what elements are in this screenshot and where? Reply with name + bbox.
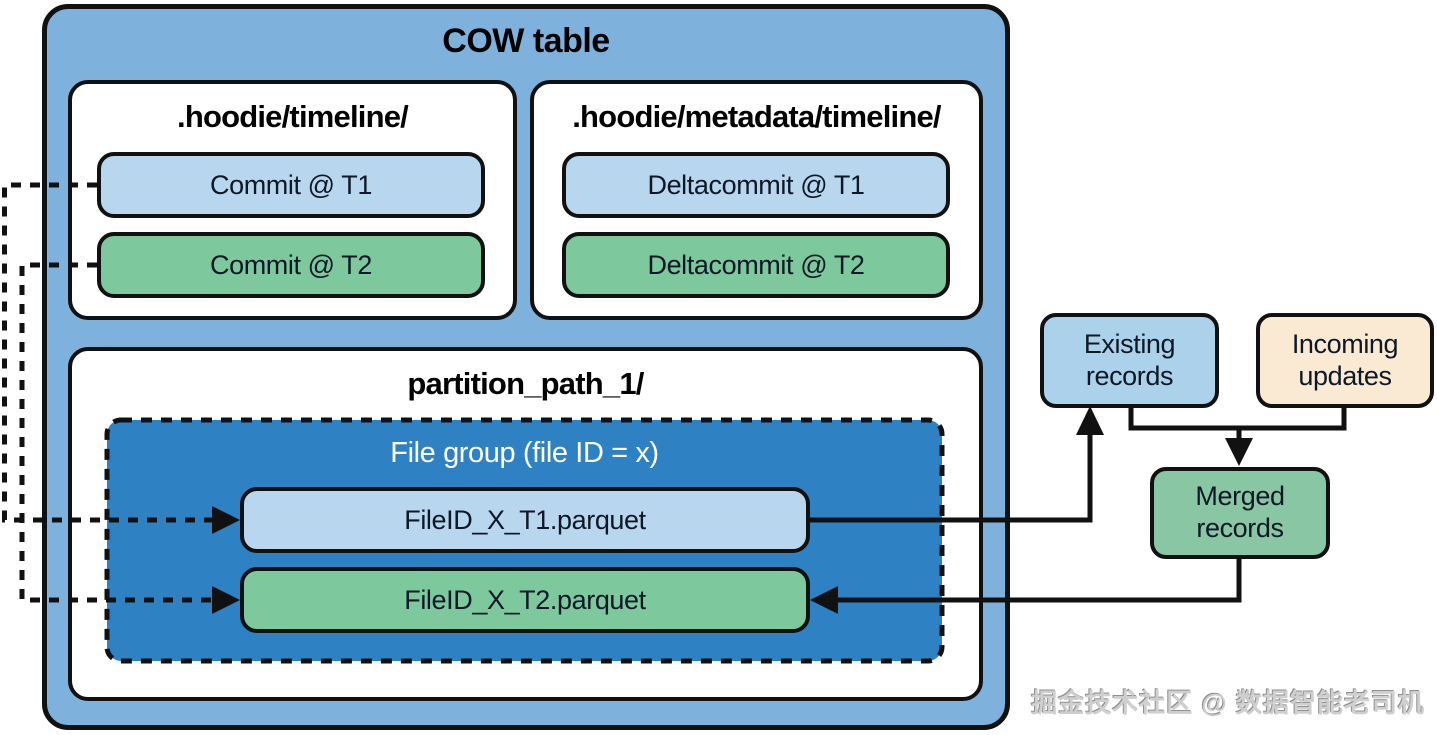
deltacommit-t1-pill: Deltacommit @ T1: [562, 152, 950, 218]
bracket-existing-incoming: [1128, 406, 1347, 431]
watermark: 掘金技术社区 @ 数据智能老司机: [1031, 687, 1425, 718]
incoming-updates-box: Incoming updates: [1256, 313, 1434, 408]
arrowhead-existing: [1076, 406, 1104, 435]
cow-table-title: COW table: [442, 21, 610, 60]
commit-t2-pill: Commit @ T2: [97, 232, 485, 298]
existing-records-box: Existing records: [1040, 313, 1219, 408]
deltacommit-t2-pill: Deltacommit @ T2: [562, 232, 950, 298]
commit-t1-pill: Commit @ T1: [97, 152, 485, 218]
file-group-title: File group (file ID = x): [390, 436, 659, 469]
fileid-t1-pill: FileID_X_T1.parquet: [240, 487, 810, 553]
partition-title: partition_path_1/: [407, 366, 644, 401]
metadata-timeline-title: .hoodie/metadata/timeline/: [572, 99, 941, 134]
fileid-t2-pill: FileID_X_T2.parquet: [240, 567, 810, 633]
arrowhead-merged: [1225, 438, 1253, 466]
timeline-title: .hoodie/timeline/: [177, 99, 409, 134]
merged-records-box: Merged records: [1150, 467, 1330, 559]
